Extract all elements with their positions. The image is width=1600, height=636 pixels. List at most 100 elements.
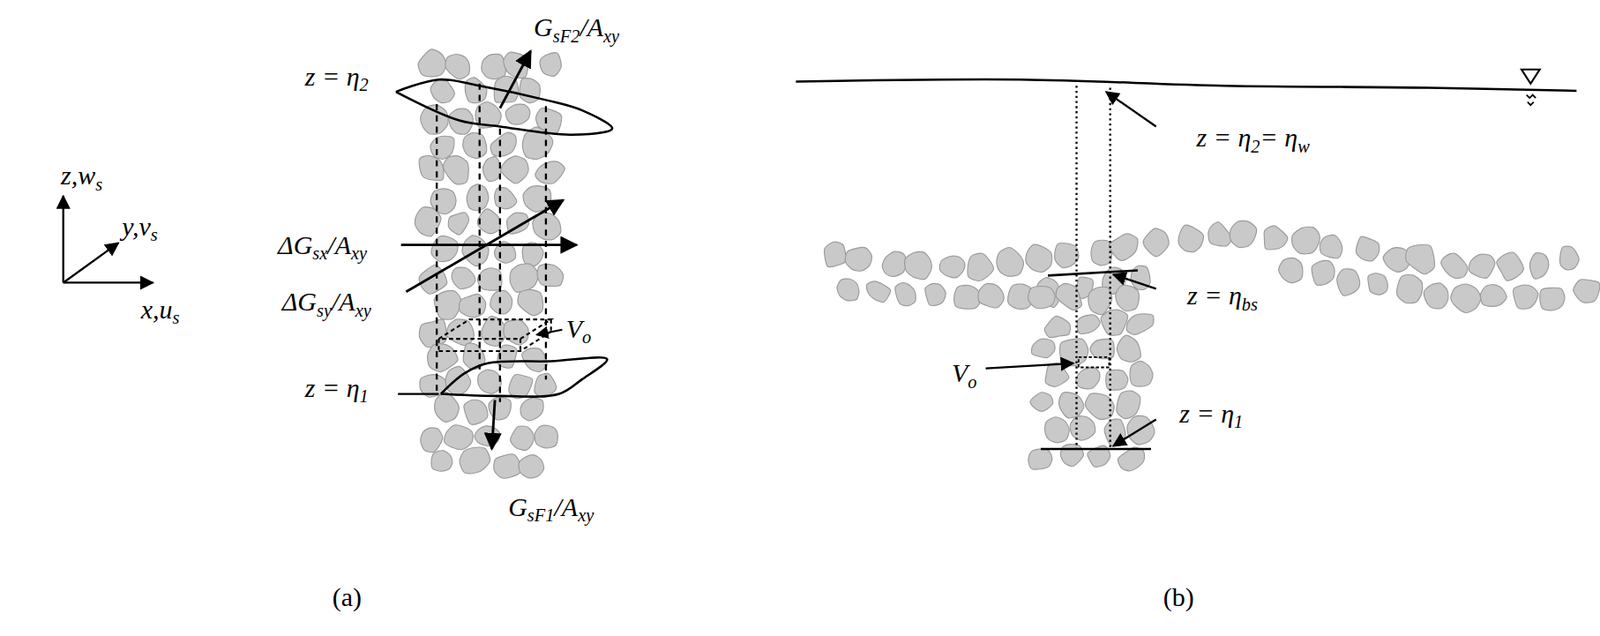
volume-label: Vo (951, 357, 978, 389)
text-run: z = η (1187, 280, 1242, 310)
rock (823, 241, 845, 268)
flux-arrow (500, 51, 531, 109)
text-run: w (1297, 136, 1310, 157)
rock (1263, 225, 1288, 250)
rock (1126, 314, 1154, 336)
leader-line (397, 392, 439, 395)
rock (482, 157, 501, 182)
axis-label: x,us (141, 293, 180, 326)
axis-arrow (63, 281, 154, 284)
axis-label: y,vs (121, 210, 158, 243)
rock (1045, 363, 1070, 388)
rock (939, 255, 965, 278)
text-run: xy (577, 505, 594, 525)
text-run: G (508, 492, 528, 522)
text-run: s (95, 174, 103, 195)
rock (1115, 284, 1140, 311)
surface-plane (441, 357, 608, 397)
volume-element (438, 319, 551, 339)
text-run: x,u (141, 294, 173, 324)
control-volume-edge (435, 104, 438, 395)
control-column-edge (1109, 87, 1112, 449)
rock (837, 278, 860, 301)
rock (1397, 274, 1423, 303)
rock (418, 49, 447, 77)
rock (478, 369, 502, 394)
rock (463, 133, 487, 159)
rock (1319, 234, 1342, 258)
rock (474, 426, 501, 447)
text-run: 2 (1250, 136, 1260, 157)
rock (1208, 222, 1233, 247)
text-run: 1 (359, 386, 369, 406)
rock (978, 283, 1004, 308)
rock (418, 319, 447, 348)
control-column-edge (1075, 85, 1077, 449)
rock (535, 161, 566, 184)
elevation-label: z = η1 (1179, 397, 1243, 430)
rock (1423, 283, 1449, 309)
text-run: ΔG (277, 230, 313, 260)
elevation-label: z = ηbs (1187, 279, 1258, 312)
bed-surface-line (1047, 270, 1138, 277)
leader-arrow (1113, 274, 1157, 289)
text-run: sF2 (553, 26, 581, 46)
rock (1044, 315, 1070, 337)
text-run: V (951, 358, 968, 388)
rock (1480, 284, 1507, 307)
water-surface (795, 79, 1577, 91)
rock (1109, 233, 1138, 262)
water-level-symbol (1527, 102, 1534, 105)
rock (996, 246, 1025, 277)
rock (490, 290, 513, 315)
rock (1045, 417, 1070, 443)
rock (446, 319, 474, 346)
rock (500, 156, 530, 184)
rock (1292, 226, 1321, 255)
rock (1060, 444, 1084, 467)
rock (1530, 253, 1549, 279)
rock (844, 246, 872, 271)
rock (1278, 257, 1303, 283)
rock (1368, 273, 1388, 295)
rock (1229, 220, 1257, 247)
rock (1116, 335, 1141, 362)
flux-label: ΔGsy/Axy (282, 285, 372, 318)
control-volume-edge (478, 83, 481, 370)
text-run: 1 (1233, 411, 1243, 432)
rock (1076, 314, 1100, 334)
rock (458, 293, 486, 317)
rock (1030, 392, 1054, 412)
volume-label: Vo (566, 313, 592, 345)
rock (519, 78, 540, 104)
leader-arrow (1113, 418, 1157, 446)
flux-label: ΔGsx/Axy (277, 229, 367, 262)
text-run: o (967, 372, 977, 392)
rock (1028, 448, 1053, 470)
rock (1143, 228, 1169, 257)
water-level-symbol (1526, 95, 1536, 98)
text-run: sx (312, 243, 328, 263)
rock (494, 187, 517, 210)
rock (451, 267, 476, 289)
water-level-symbol (1521, 69, 1541, 84)
rock (1405, 244, 1436, 274)
rock (904, 251, 933, 279)
rock (1468, 254, 1496, 278)
rock (477, 209, 501, 234)
rock (925, 283, 946, 306)
rock (433, 290, 462, 320)
panel-label: (b) (1163, 581, 1195, 614)
elevation-label: z = η1 (305, 372, 369, 404)
rock (434, 392, 460, 423)
text-run: z = η (305, 61, 360, 91)
rock (431, 235, 458, 262)
rock (1573, 279, 1600, 303)
rock (1069, 416, 1096, 441)
volume-element (437, 338, 440, 352)
rock (493, 454, 521, 479)
axis-label: z,ws (60, 159, 103, 192)
rock (1513, 284, 1539, 309)
rock (1129, 360, 1153, 387)
rock (1055, 283, 1082, 310)
